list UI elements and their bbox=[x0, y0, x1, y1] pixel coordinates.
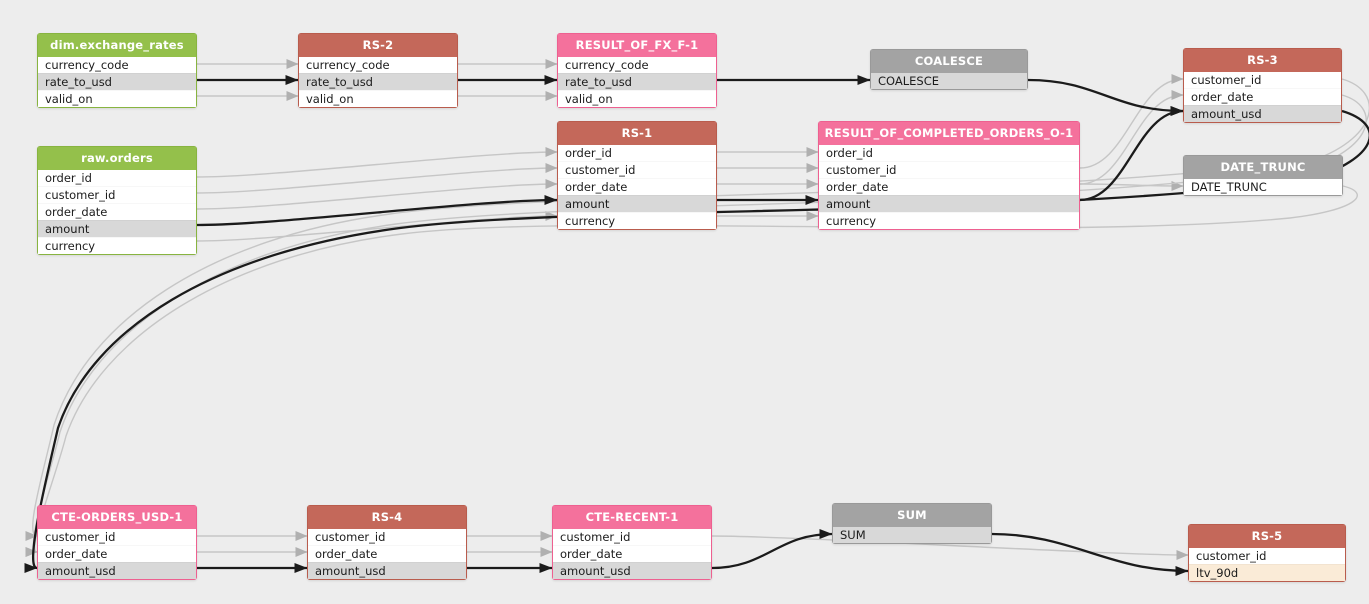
node-title-fx[interactable]: RESULT_OF_FX_F-1 bbox=[558, 34, 716, 57]
cte_usd-field-customer_id[interactable]: customer_id bbox=[38, 529, 196, 545]
o1-field-order_id[interactable]: order_id bbox=[819, 145, 1079, 161]
node-title-rs3[interactable]: RS-3 bbox=[1184, 49, 1341, 72]
o1-field-order_date[interactable]: order_date bbox=[819, 178, 1079, 195]
raw_orders-field-customer_id[interactable]: customer_id bbox=[38, 186, 196, 203]
rs1-field-order_date[interactable]: order_date bbox=[558, 178, 716, 195]
node-title-rs5[interactable]: RS-5 bbox=[1189, 525, 1345, 548]
rs4-field-order_date[interactable]: order_date bbox=[308, 545, 466, 562]
rs2-field-valid_on[interactable]: valid_on bbox=[299, 90, 457, 107]
dim_exchange_rates-field-valid_on[interactable]: valid_on bbox=[38, 90, 196, 107]
edge-raw_orders.amount-to-rs1.amount bbox=[196, 195, 558, 227]
rs1-field-amount[interactable]: amount bbox=[558, 195, 716, 212]
rs3-field-amount_usd[interactable]: amount_usd bbox=[1184, 105, 1341, 122]
sum-field-SUM[interactable]: SUM bbox=[833, 527, 991, 543]
rs1-field-order_id[interactable]: order_id bbox=[558, 145, 716, 161]
node-title-cte_usd[interactable]: CTE-ORDERS_USD-1 bbox=[38, 506, 196, 529]
cte_recent-field-amount_usd[interactable]: amount_usd bbox=[553, 562, 711, 579]
node-title-sum[interactable]: SUM bbox=[833, 504, 991, 527]
rs2-field-rate_to_usd[interactable]: rate_to_usd bbox=[299, 73, 457, 90]
edge-sum.SUM-to-rs5.ltv_90d bbox=[991, 532, 1189, 576]
rs1-field-customer_id[interactable]: customer_id bbox=[558, 161, 716, 178]
rs2-field-currency_code[interactable]: currency_code bbox=[299, 57, 457, 73]
node-title-rs2[interactable]: RS-2 bbox=[299, 34, 457, 57]
edge-raw_orders.order_id-to-rs1.order_id bbox=[196, 147, 558, 178]
datetrunc-field-DATE_TRUNC[interactable]: DATE_TRUNC bbox=[1184, 179, 1342, 195]
edge-coalesce.COALESCE-to-rs3.amount_usd bbox=[1027, 78, 1184, 116]
dim_exchange_rates-field-currency_code[interactable]: currency_code bbox=[38, 57, 196, 73]
fx-field-currency_code[interactable]: currency_code bbox=[558, 57, 716, 73]
edge-cte_recent.customer_id-to-rs5.customer_id bbox=[711, 535, 1189, 560]
cte_usd-field-amount_usd[interactable]: amount_usd bbox=[38, 562, 196, 579]
raw_orders-field-currency[interactable]: currency bbox=[38, 237, 196, 254]
edge-o1.order_date-to-datetrunc.DATE_TRUNC bbox=[1079, 180, 1184, 191]
raw_orders-field-order_id[interactable]: order_id bbox=[38, 170, 196, 186]
rs3-field-customer_id[interactable]: customer_id bbox=[1184, 72, 1341, 88]
cte_recent-field-order_date[interactable]: order_date bbox=[553, 545, 711, 562]
node-title-coalesce[interactable]: COALESCE bbox=[871, 50, 1027, 73]
node-title-rs4[interactable]: RS-4 bbox=[308, 506, 466, 529]
raw_orders-field-amount[interactable]: amount bbox=[38, 220, 196, 237]
node-title-o1[interactable]: RESULT_OF_COMPLETED_ORDERS_O-1 bbox=[819, 122, 1079, 145]
dim_exchange_rates-field-rate_to_usd[interactable]: rate_to_usd bbox=[38, 73, 196, 90]
node-title-dim_exchange_rates[interactable]: dim.exchange_rates bbox=[38, 34, 196, 57]
edge-raw_orders.currency-to-rs1.currency bbox=[196, 211, 558, 242]
o1-field-currency[interactable]: currency bbox=[819, 212, 1079, 229]
raw_orders-field-order_date[interactable]: order_date bbox=[38, 203, 196, 220]
edge-raw_orders.customer_id-to-rs1.customer_id bbox=[196, 163, 558, 194]
rs3-field-order_date[interactable]: order_date bbox=[1184, 88, 1341, 105]
node-title-cte_recent[interactable]: CTE-RECENT-1 bbox=[553, 506, 711, 529]
rs1-field-currency[interactable]: currency bbox=[558, 212, 716, 229]
node-title-raw_orders[interactable]: raw.orders bbox=[38, 147, 196, 170]
fx-field-rate_to_usd[interactable]: rate_to_usd bbox=[558, 73, 716, 90]
edge-raw_orders.order_date-to-rs1.order_date bbox=[196, 179, 558, 210]
cte_usd-field-order_date[interactable]: order_date bbox=[38, 545, 196, 562]
rs4-field-amount_usd[interactable]: amount_usd bbox=[308, 562, 466, 579]
fx-field-valid_on[interactable]: valid_on bbox=[558, 90, 716, 107]
rs4-field-customer_id[interactable]: customer_id bbox=[308, 529, 466, 545]
edge-datetrunc.DATE_TRUNC-to-cte_usd.order_date bbox=[25, 185, 1358, 557]
coalesce-field-COALESCE[interactable]: COALESCE bbox=[871, 73, 1027, 89]
node-title-rs1[interactable]: RS-1 bbox=[558, 122, 716, 145]
o1-field-customer_id[interactable]: customer_id bbox=[819, 161, 1079, 178]
edge-cte_recent.amount_usd-to-sum.SUM bbox=[711, 529, 833, 570]
rs5-field-ltv_90d[interactable]: ltv_90d bbox=[1189, 564, 1345, 581]
edge-o1.order_date-to-rs3.order_date bbox=[1079, 90, 1184, 185]
edge-o1.amount-to-rs3.amount_usd bbox=[1079, 106, 1184, 202]
cte_recent-field-customer_id[interactable]: customer_id bbox=[553, 529, 711, 545]
node-title-datetrunc[interactable]: DATE_TRUNC bbox=[1184, 156, 1342, 179]
edge-o1.customer_id-to-rs3.customer_id bbox=[1079, 74, 1184, 169]
rs5-field-customer_id[interactable]: customer_id bbox=[1189, 548, 1345, 564]
o1-field-amount[interactable]: amount bbox=[819, 195, 1079, 212]
